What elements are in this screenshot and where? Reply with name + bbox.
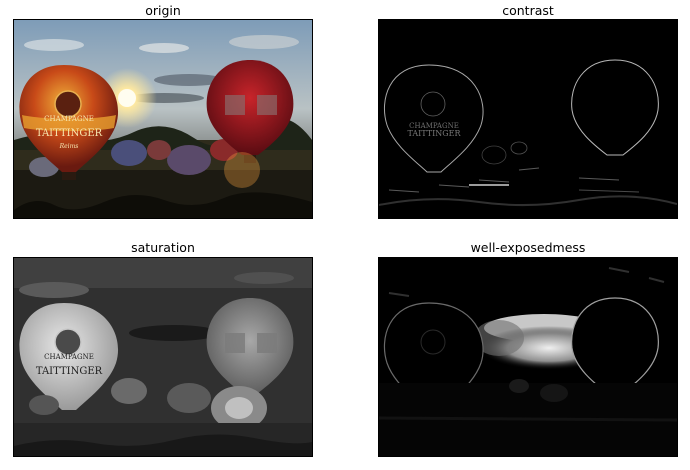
origin-photo: CHAMPAGNE TAITTINGER Reims xyxy=(14,20,312,218)
image-saturation: CHAMPAGNE TAITTINGER xyxy=(13,257,313,457)
contrast-map: CHAMPAGNE TAITTINGER xyxy=(379,20,677,218)
svg-text:TAITTINGER: TAITTINGER xyxy=(407,129,461,138)
panel-title-contrast: contrast xyxy=(502,3,554,18)
panel-title-well-exposedness: well-exposedmess xyxy=(470,240,586,255)
svg-text:CHAMPAGNE: CHAMPAGNE xyxy=(409,122,459,130)
balloon-logo-line3: Reims xyxy=(59,143,79,150)
balloon-logo-line2: TAITTINGER xyxy=(36,128,103,139)
well-exposedness-map xyxy=(379,258,677,456)
balloon-logo-line1: CHAMPAGNE xyxy=(44,115,94,123)
image-contrast: CHAMPAGNE TAITTINGER xyxy=(378,19,678,219)
saturation-map: CHAMPAGNE TAITTINGER xyxy=(14,258,312,456)
panel-title-saturation: saturation xyxy=(131,240,195,255)
image-origin: CHAMPAGNE TAITTINGER Reims xyxy=(13,19,313,219)
panel-title-origin: origin xyxy=(145,3,181,18)
image-well-exposedness xyxy=(378,257,678,457)
svg-text:TAITTINGER: TAITTINGER xyxy=(36,366,103,377)
svg-text:CHAMPAGNE: CHAMPAGNE xyxy=(44,353,94,361)
